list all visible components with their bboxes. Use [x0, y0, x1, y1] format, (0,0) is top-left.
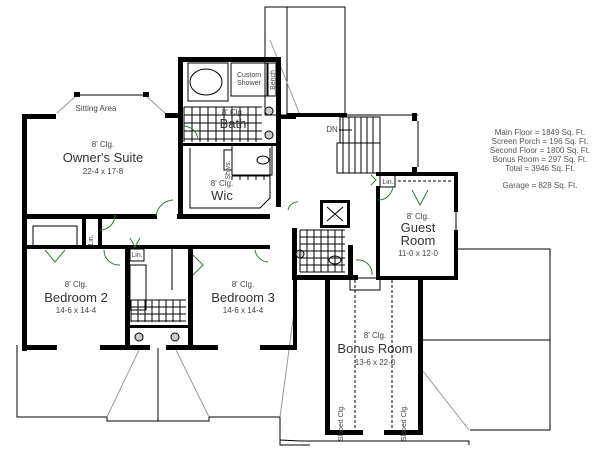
- bench-label: Bench: [270, 70, 277, 90]
- door-swings: [44, 125, 429, 276]
- area-second-floor: Second Floor = 1800 Sq. Ft.: [490, 146, 590, 155]
- area-screen-porch: Screen Porch = 196 Sq. Ft.: [492, 137, 589, 146]
- hall-bath-walls: [292, 200, 358, 280]
- owners-suite-ceiling: 8' Clg.: [92, 140, 114, 149]
- bonus-dims: 13-6 x 22-0: [355, 358, 396, 367]
- bedroom2-dims: 14-6 x 14-4: [56, 306, 97, 315]
- sloped-ceiling-right: Sloped Clg.: [401, 405, 408, 441]
- linen-label-bed2: Lin.: [88, 234, 95, 245]
- bonus-name: Bonus Room: [337, 341, 412, 356]
- guest-dims: 11-0 x 12-0: [398, 249, 438, 258]
- bath-tiles: [183, 106, 270, 180]
- shower-label-1: Custom: [237, 72, 261, 79]
- area-garage: Garage = 828 Sq. Ft.: [503, 181, 578, 190]
- owners-suite-name: Owner's Suite: [63, 150, 144, 165]
- bonus-ceiling: 8' Clg.: [364, 331, 386, 340]
- stairs: [287, 113, 419, 174]
- bedroom2-name: Bedroom 2: [44, 290, 108, 305]
- bath-walls: [178, 57, 296, 219]
- bedroom-walls: [22, 219, 297, 350]
- guest-room-walls: [376, 172, 458, 280]
- linen-label-bath: Lin.: [131, 252, 142, 259]
- bedroom3-name: Bedroom 3: [211, 290, 275, 305]
- linen-label-guest: Lin.: [382, 179, 393, 186]
- bedroom2-ceiling: 8' Clg.: [65, 280, 87, 289]
- owners-suite-walls: [22, 92, 270, 351]
- bedroom3-dims: 14-6 x 14-4: [223, 306, 264, 315]
- wic-ceiling: 8' Clg.: [211, 179, 233, 188]
- bath-name: Bath: [220, 116, 247, 131]
- down-label: DN: [326, 125, 338, 134]
- bedroom3-ceiling: 8' Clg.: [232, 280, 254, 289]
- sloped-ceiling-left: Sloped Clg.: [338, 405, 345, 441]
- area-main-floor: Main Floor = 1849 Sq. Ft.: [495, 128, 586, 137]
- sitting-area-label: Sitting Area: [76, 104, 117, 113]
- bath-ceiling: 8' Clg.: [222, 108, 244, 117]
- hall-bath-tiles: [299, 229, 345, 273]
- bonus-room-walls: [325, 277, 423, 435]
- owners-suite-dims: 22-4 x 17-8: [83, 167, 124, 176]
- guest-name-2: Room: [401, 233, 436, 248]
- shower-label-2: Shower: [237, 80, 261, 87]
- guest-ceiling: 8' Clg.: [407, 212, 429, 221]
- area-total: Total = 3946 Sq. Ft.: [505, 164, 575, 173]
- wic-name: Wic: [211, 188, 233, 203]
- area-bonus-room: Bonus Room = 297 Sq. Ft.: [493, 155, 588, 164]
- roof-outlines: [16, 6, 551, 446]
- shelves-label: Shlvs.: [225, 160, 232, 179]
- shared-bath-tiles: [130, 299, 186, 322]
- guest-name-1: Guest: [401, 220, 436, 235]
- labels: Sitting Area 8' Clg. Owner's Suite 22-4 …: [44, 70, 590, 441]
